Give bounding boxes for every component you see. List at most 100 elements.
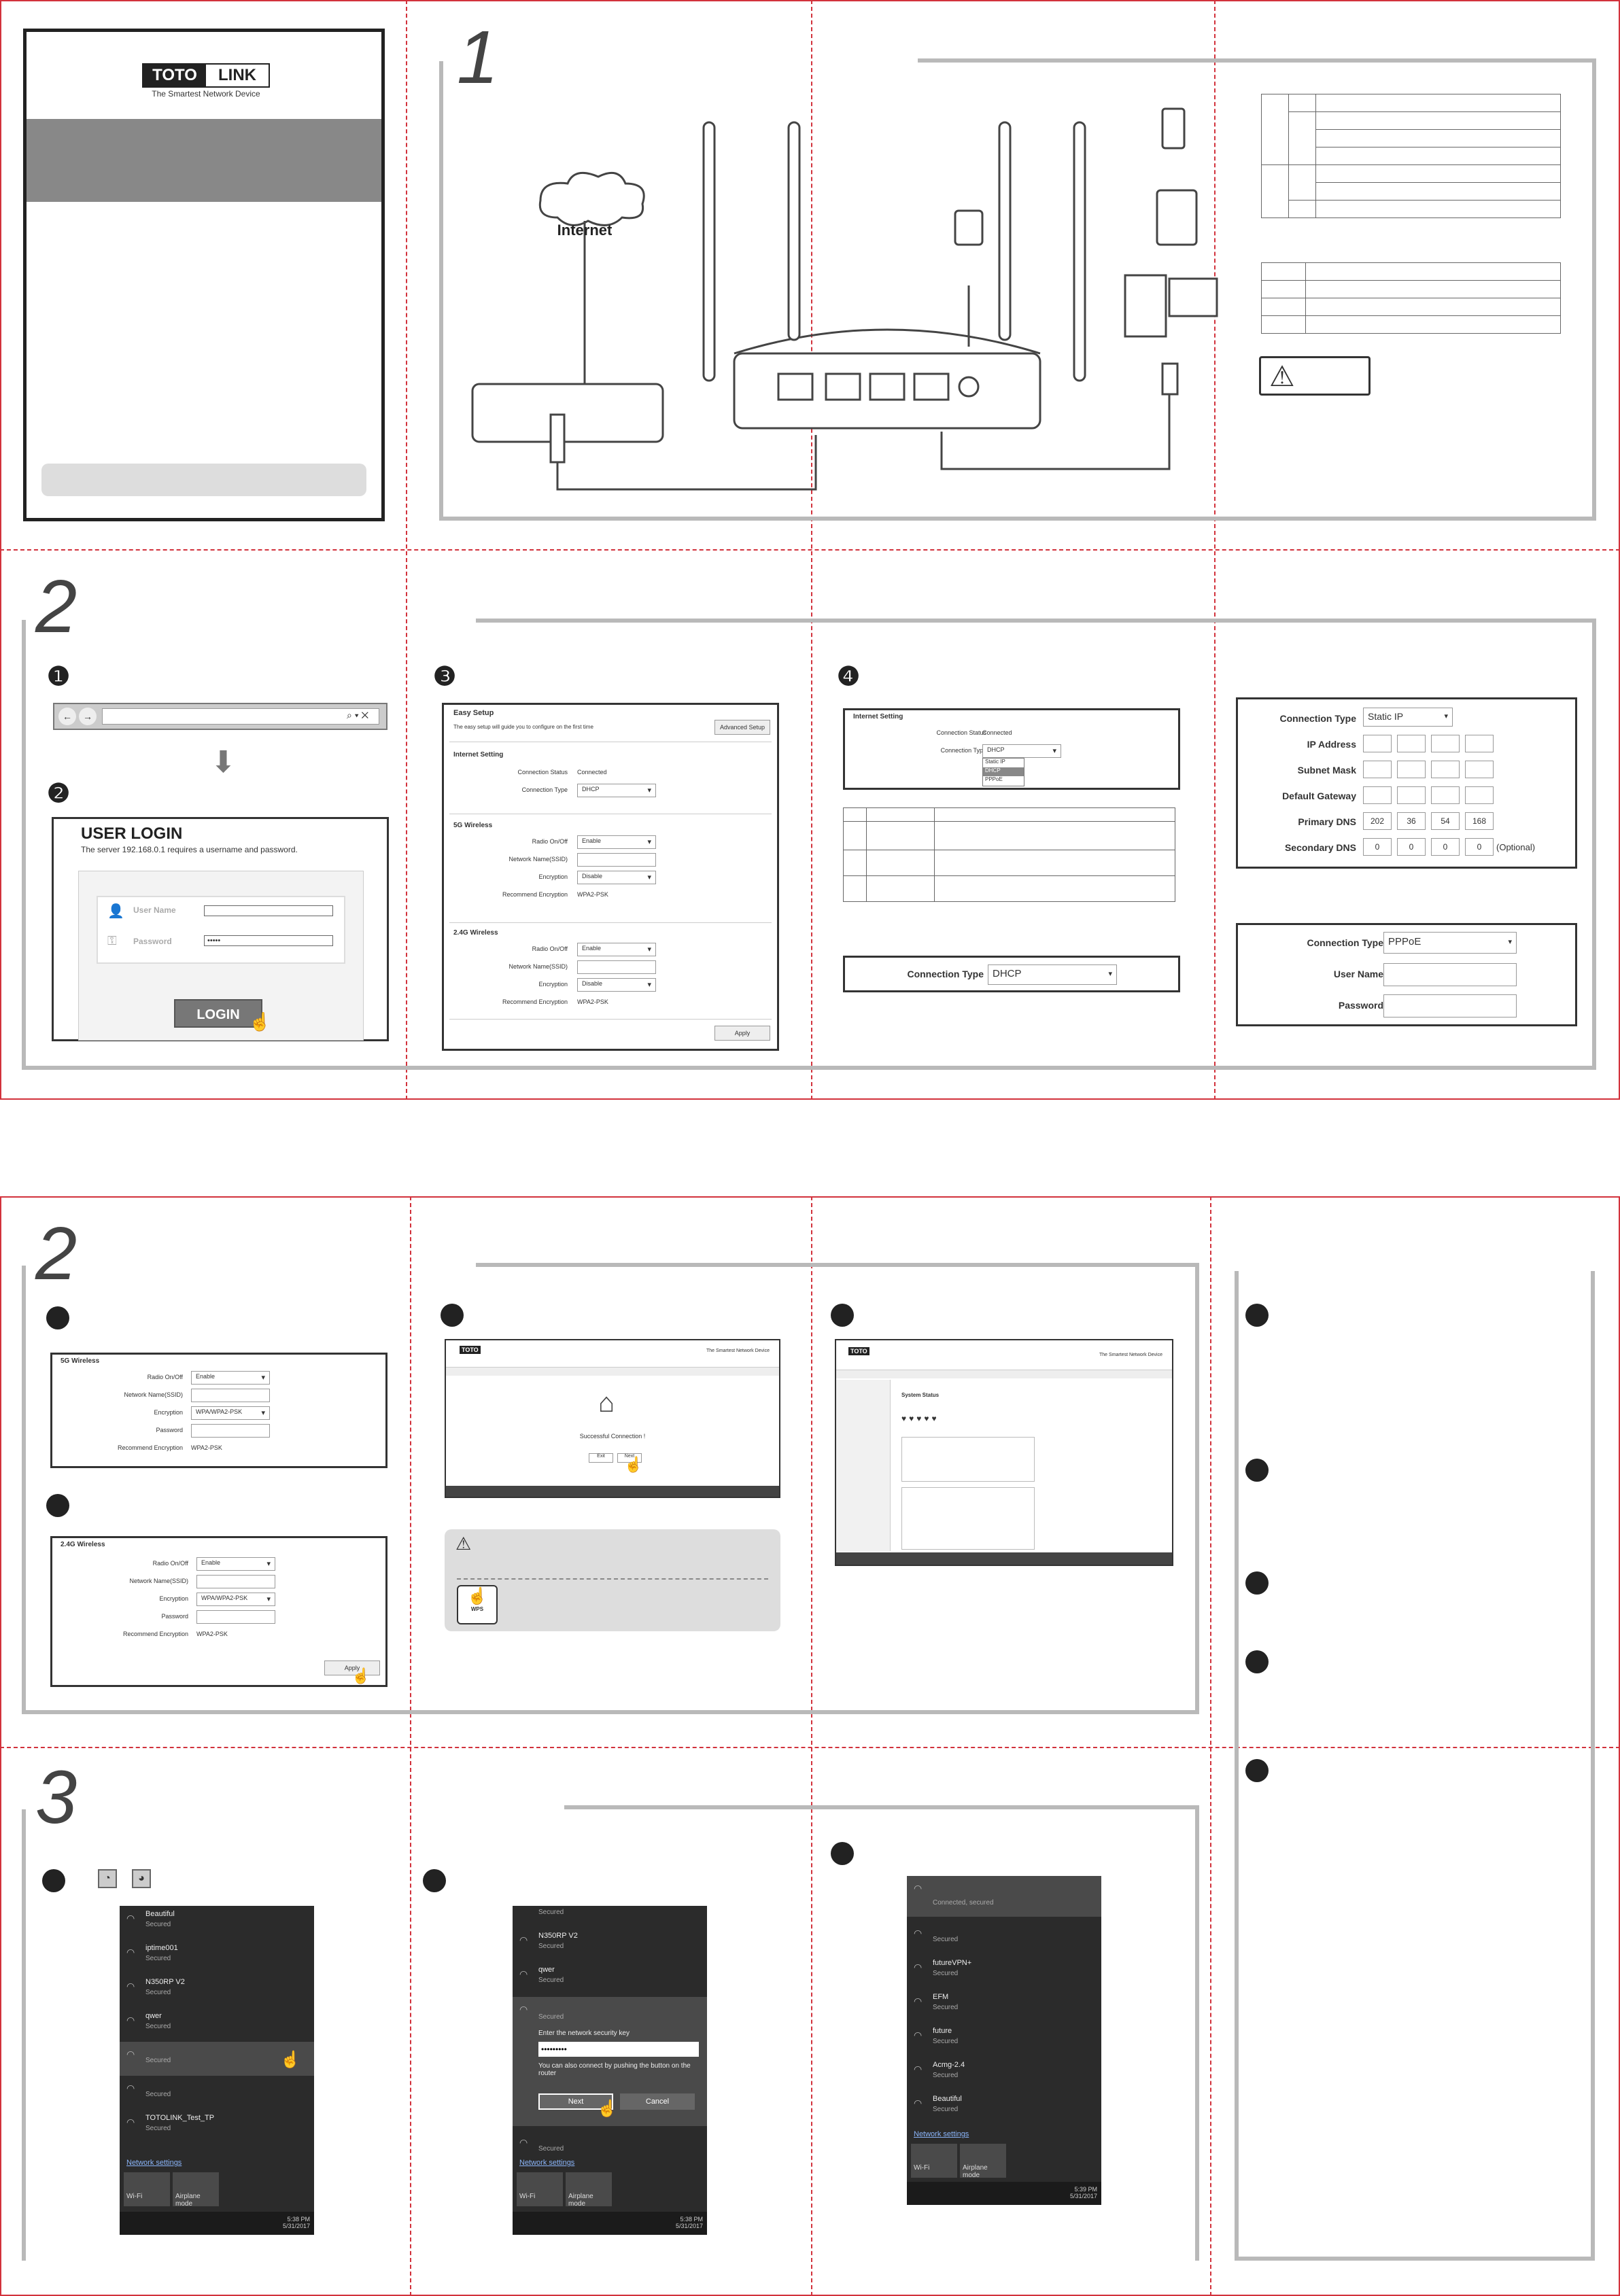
sdns-octet[interactable]: 0 (1431, 838, 1460, 856)
wifi-network-connected[interactable]: ◠Connected, secured (907, 1876, 1101, 1917)
ssid-input[interactable] (191, 1389, 270, 1402)
wifi-tile[interactable]: Wi-Fi (124, 2172, 170, 2206)
radio-select[interactable]: Enable (196, 1557, 275, 1571)
security-key-input[interactable]: ••••••••• (538, 2042, 699, 2057)
network-settings-link[interactable]: Network settings (914, 2130, 969, 2138)
browser-address-bar[interactable]: ← → ⌕ ▾ ✕ (53, 703, 387, 730)
password-field[interactable]: ••••• (204, 935, 333, 946)
radio-select[interactable]: Enable (191, 1371, 270, 1385)
cancel-button[interactable]: Cancel (620, 2093, 695, 2110)
gateway-octet[interactable] (1363, 786, 1392, 804)
dropdown-option[interactable]: PPPoE (985, 776, 1003, 782)
wifi-network[interactable]: ◠Secured (126, 2083, 171, 2098)
encryption-select-24g[interactable]: Disable (577, 978, 656, 992)
pdns-octet[interactable]: 54 (1431, 812, 1460, 830)
pdns-octet[interactable]: 36 (1397, 812, 1426, 830)
ip-octet[interactable] (1363, 735, 1392, 752)
login-button[interactable]: LOGIN (174, 999, 262, 1028)
dropdown-option[interactable]: Static IP (985, 759, 1005, 765)
sdns-octet[interactable]: 0 (1465, 838, 1494, 856)
wifi-tile[interactable]: Wi-Fi (517, 2172, 563, 2206)
pdns-octet[interactable]: 202 (1363, 812, 1392, 830)
pppoe-username[interactable] (1383, 963, 1517, 986)
internet-setting-heading: Internet Setting (453, 751, 504, 759)
network-settings-link[interactable]: Network settings (519, 2159, 575, 2167)
connection-type-select[interactable]: DHCP (988, 964, 1117, 985)
apply-button[interactable]: Apply (714, 1026, 770, 1041)
ip-octet[interactable] (1465, 735, 1494, 752)
wifi-connect-card: ◠ Secured Enter the network security key… (513, 1997, 707, 2126)
airplane-tile[interactable]: Airplane mode (173, 2172, 219, 2208)
apply-button[interactable]: Apply (324, 1660, 380, 1675)
ssid-input-5g[interactable] (577, 853, 656, 867)
forward-icon[interactable]: → (79, 708, 97, 725)
password-input[interactable] (191, 1424, 270, 1438)
mini-tagline: The Smartest Network Device (706, 1349, 770, 1353)
wireless-title: 5G Wireless (61, 1357, 100, 1365)
wifi-tile[interactable]: Wi-Fi (911, 2144, 957, 2178)
type-select[interactable]: PPPoE (1383, 932, 1517, 954)
fold-line (410, 1196, 411, 2296)
ssid-input[interactable] (196, 1575, 275, 1588)
pppoe-password[interactable] (1383, 994, 1517, 1017)
back-icon[interactable]: ← (58, 708, 76, 725)
sdns-octet[interactable]: 0 (1363, 838, 1392, 856)
next-button[interactable]: Next (538, 2093, 613, 2110)
url-field[interactable] (102, 708, 379, 725)
warning-icon: ⚠ (1269, 360, 1295, 392)
ip-octet[interactable] (1397, 735, 1426, 752)
sdns-octet[interactable]: 0 (1397, 838, 1426, 856)
radio-select-5g[interactable]: Enable (577, 835, 656, 849)
mask-octet[interactable] (1431, 761, 1460, 778)
gateway-octet[interactable] (1431, 786, 1460, 804)
airplane-tile[interactable]: Airplane mode (566, 2172, 612, 2208)
network-settings-link[interactable]: Network settings (126, 2159, 182, 2167)
radio-select-24g[interactable]: Enable (577, 943, 656, 956)
ip-octet[interactable] (1431, 735, 1460, 752)
login-form: 👤 User Name ⚿ Password ••••• LOGIN ☝ (78, 871, 364, 1041)
type-select[interactable]: DHCP (982, 744, 1061, 758)
exit-button[interactable]: Exit (589, 1453, 613, 1463)
key-icon: ⚿ (107, 934, 117, 947)
search-icon[interactable]: ⌕ ▾ ✕ (347, 710, 369, 720)
airplane-tile[interactable]: Airplane mode (960, 2144, 1006, 2179)
password-input[interactable] (196, 1610, 275, 1624)
wifi-network[interactable]: ◠Secured (519, 2137, 564, 2153)
hand-cursor-icon: ☝ (351, 1667, 370, 1684)
wifi-network[interactable]: Secured (538, 1909, 564, 1916)
username-field[interactable] (204, 905, 333, 916)
type-select[interactable]: Static IP (1363, 708, 1453, 727)
wifi-network[interactable]: ◠Secured (914, 1928, 959, 1943)
encryption-select-5g[interactable]: Disable (577, 871, 656, 884)
gateway-octet[interactable] (1397, 786, 1426, 804)
ssid-input-24g[interactable] (577, 960, 656, 974)
connection-type-select[interactable]: DHCP (577, 784, 656, 797)
wifi-network[interactable]: ◠futureVPN+Secured (914, 1959, 972, 1977)
next-button[interactable]: Next (617, 1453, 642, 1463)
encryption-select[interactable]: WPA/WPA2-PSK (191, 1406, 270, 1420)
wifi-network-selected[interactable]: ◠Secured☝ (120, 2042, 314, 2076)
pdns-octet[interactable]: 168 (1465, 812, 1494, 830)
encryption-select[interactable]: WPA/WPA2-PSK (196, 1593, 275, 1606)
wireless-5g-panel: 5G Wireless Radio On/Off Enable Network … (50, 1353, 387, 1468)
mask-octet[interactable] (1397, 761, 1426, 778)
dropdown-option-selected[interactable]: DHCP (983, 767, 1024, 776)
mask-octet[interactable] (1363, 761, 1392, 778)
easy-setup-title: Easy Setup (453, 709, 494, 717)
type-dropdown[interactable]: Static IP DHCP PPPoE (982, 758, 1024, 786)
advanced-setup-button[interactable]: Advanced Setup (714, 720, 770, 735)
mask-octet[interactable] (1465, 761, 1494, 778)
key-hint: You can also connect by pushing the butt… (538, 2062, 691, 2077)
gateway-octet[interactable] (1465, 786, 1494, 804)
